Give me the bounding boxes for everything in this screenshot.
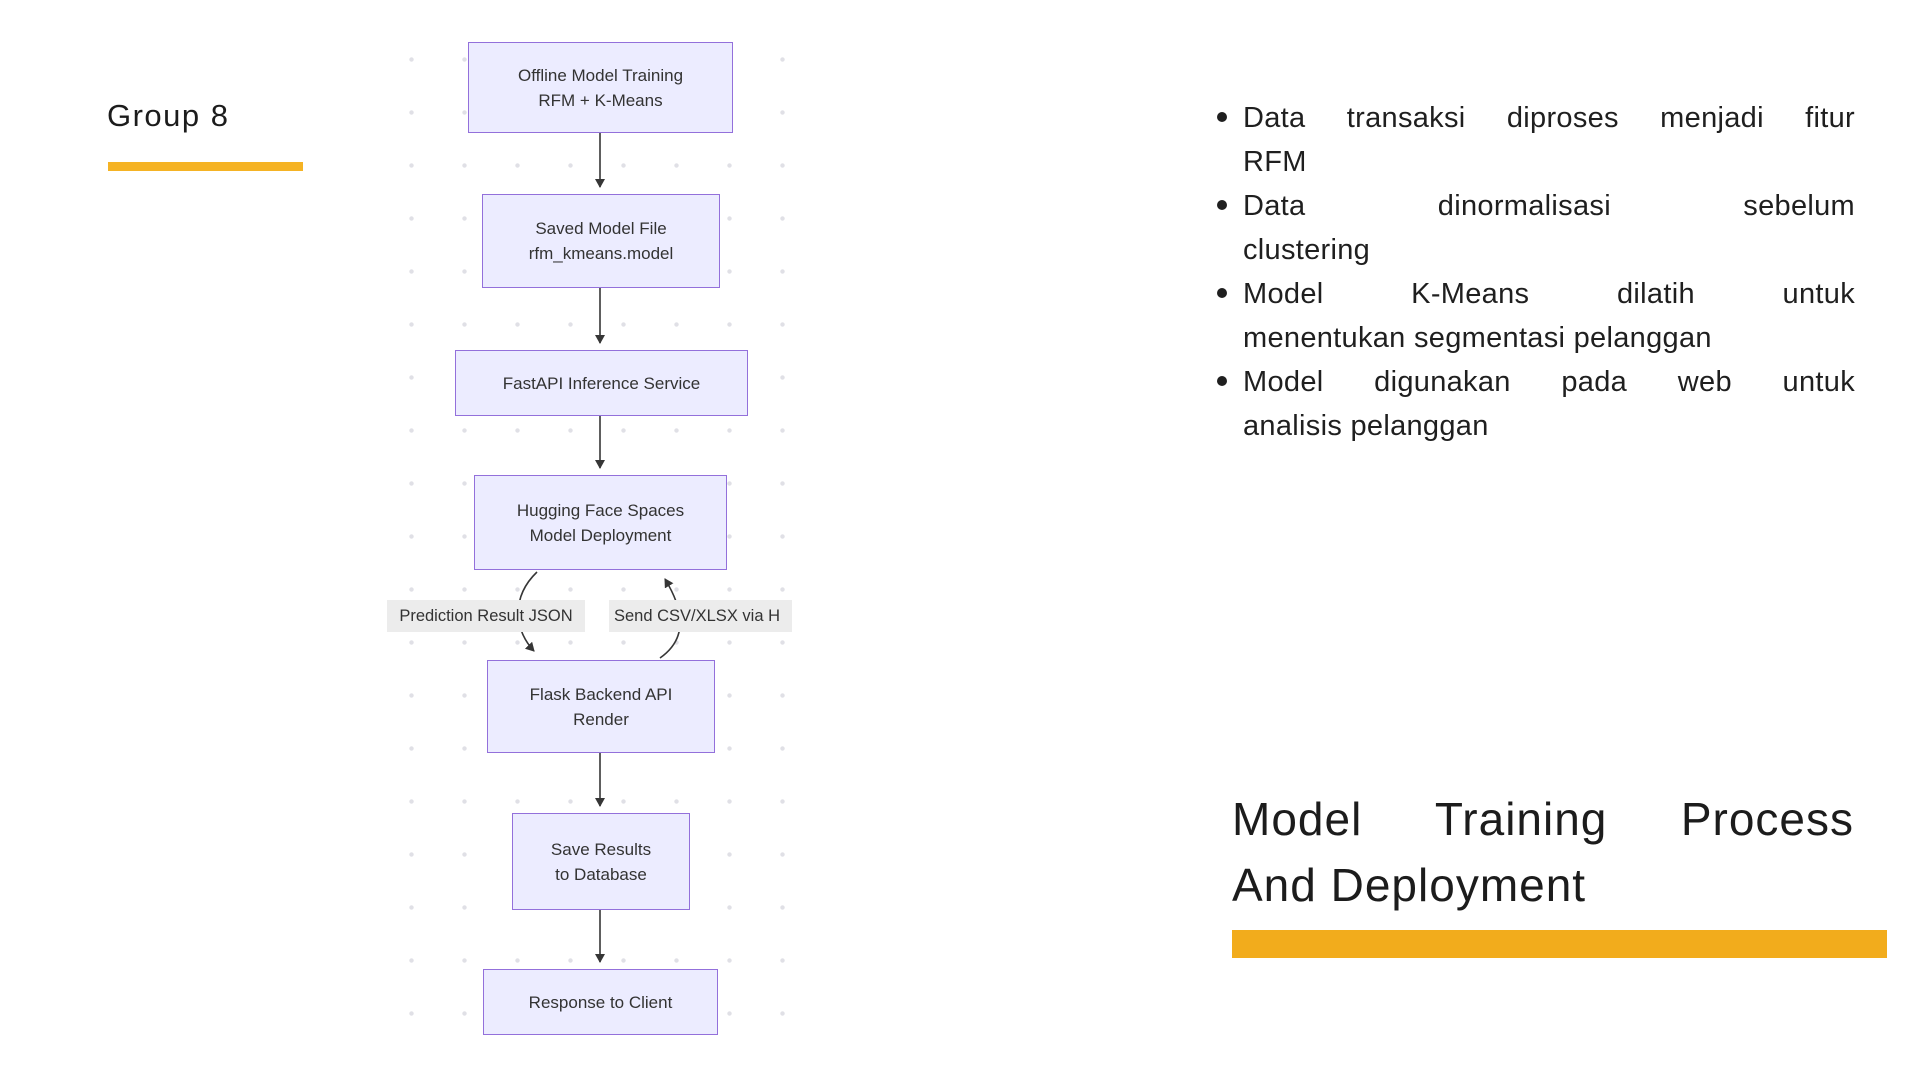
node-line: Render [573, 709, 629, 729]
node-line: Saved Model File [535, 219, 667, 238]
flow-node-response-to-client: Response to Client [483, 969, 718, 1035]
bullet-dot [1217, 200, 1227, 210]
slide-title-line: And Deployment [1232, 859, 1587, 911]
flow-node-saved-model-file: Saved Model File rfm_kmeans.model [482, 194, 720, 288]
node-line: FastAPI Inference Service [502, 373, 701, 393]
flow-node-flask-backend: Flask Backend API Render [487, 660, 715, 753]
bullet-list: Data transaksi diproses menjadi fitur RF… [1215, 96, 1855, 448]
node-line: Hugging Face Spaces [516, 500, 685, 520]
bullet-dot [1217, 288, 1227, 298]
node-line: to Database [555, 864, 647, 884]
group-label: Group 8 [107, 98, 230, 133]
node-line: Flask Backend API [529, 684, 673, 704]
slide-title-line: Model Training Process [1232, 793, 1854, 845]
flowchart-diagram: Offline Model Training RFM + K-Means Sav… [383, 15, 792, 1053]
slide-title: Model Training Process And Deployment [1232, 786, 1854, 918]
title-underline-bar [1232, 930, 1887, 958]
flow-node-fastapi-inference: FastAPI Inference Service [455, 350, 748, 416]
flow-node-huggingface-deployment: Hugging Face Spaces Model Deployment [474, 475, 727, 570]
bullet-item: Model digunakan pada web untuk analisis … [1215, 360, 1855, 448]
bullet-text-line: menentukan segmentasi pelanggan [1243, 322, 1712, 354]
bullet-text-line: analisis pelanggan [1243, 410, 1489, 442]
bullet-text-line: clustering [1243, 234, 1371, 266]
flow-node-save-results: Save Results to Database [512, 813, 690, 910]
bullet-item: Model K-Means dilatih untuk menentukan s… [1215, 272, 1855, 360]
bullet-item: Data dinormalisasi sebelum clustering [1215, 184, 1855, 272]
node-line: rfm_kmeans.model [528, 244, 674, 263]
node-line: RFM + K-Means [538, 90, 663, 110]
bullet-text-line: Data transaksi diproses menjadi fitur [1243, 102, 1855, 134]
edge-label-prediction-result-json: Prediction Result JSON [387, 600, 585, 632]
bullet-dot [1217, 376, 1227, 386]
node-line: Offline Model Training [517, 65, 684, 85]
node-line: Response to Client [528, 992, 673, 1012]
bullet-text-line: Model K-Means dilatih untuk [1243, 278, 1855, 310]
bullet-dot [1217, 112, 1227, 122]
bullet-item: Data transaksi diproses menjadi fitur RF… [1215, 96, 1855, 184]
node-line: Save Results [550, 839, 652, 859]
bullet-text-line: RFM [1243, 146, 1307, 178]
bullet-text-line: Model digunakan pada web untuk [1243, 366, 1855, 398]
bullet-text-line: Data dinormalisasi sebelum [1243, 190, 1855, 222]
node-line: Model Deployment [529, 525, 672, 545]
edge-label-send-csv-xlsx: Send CSV/XLSX via H [609, 600, 792, 632]
flow-node-offline-model-training: Offline Model Training RFM + K-Means [468, 42, 733, 133]
group-underline-bar [108, 162, 303, 171]
